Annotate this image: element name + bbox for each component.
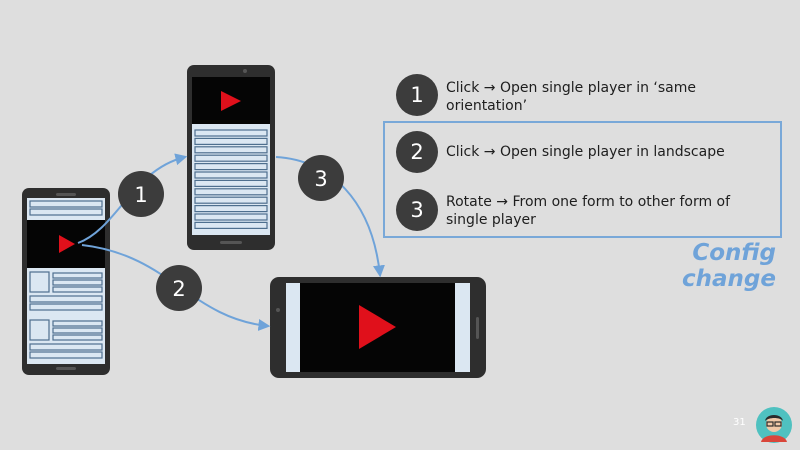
edge-label-3: 3 <box>298 155 344 201</box>
list-row <box>194 163 268 171</box>
list-row <box>194 154 268 162</box>
step-description: Click → Open single player in landscape <box>446 144 725 160</box>
play-icon[interactable] <box>221 91 241 111</box>
legend-step-2: 2 Click → Open single player in landscap… <box>396 131 776 177</box>
related-list-rows <box>194 129 268 229</box>
step-number-badge: 3 <box>396 189 438 231</box>
config-change-group <box>383 121 782 238</box>
feed-card-2 <box>29 319 103 359</box>
list-row <box>194 146 268 154</box>
edge-label-2: 2 <box>156 265 202 311</box>
edge-label-1: 1 <box>118 171 164 217</box>
list-row <box>194 196 268 204</box>
list-row <box>194 221 268 229</box>
avatar-icon <box>755 406 793 444</box>
legend-step-3: 3 Rotate → From one form to other form o… <box>396 189 776 235</box>
step-number-badge: 1 <box>396 74 438 116</box>
config-change-label: Config change <box>682 240 776 292</box>
list-row <box>194 188 268 196</box>
phone-landscape-single-player <box>270 277 486 378</box>
svg-text:3: 3 <box>314 167 327 191</box>
list-row <box>194 137 268 145</box>
play-icon[interactable] <box>359 305 396 349</box>
feed-list-rows-top <box>29 200 103 216</box>
arrow-rotate <box>275 156 385 278</box>
step-number-badge: 2 <box>396 131 438 173</box>
list-row <box>194 213 268 221</box>
phone-portrait-single-player <box>187 65 275 250</box>
legend-step-1: 1 Click → Open single player in ‘same or… <box>396 74 776 120</box>
step-description: Click → Open single player in ‘same orie… <box>446 80 696 114</box>
list-row <box>194 205 268 213</box>
list-row <box>194 179 268 187</box>
feed-card-1 <box>29 271 103 311</box>
list-row <box>194 129 268 137</box>
svg-text:2: 2 <box>172 277 185 301</box>
play-icon[interactable] <box>59 235 75 253</box>
phone-portrait-feed <box>22 188 110 375</box>
step-description: Rotate → From one form to other form of … <box>446 194 731 228</box>
svg-text:1: 1 <box>134 183 147 207</box>
list-row <box>194 171 268 179</box>
slide-page-number: 31 <box>733 417 746 428</box>
